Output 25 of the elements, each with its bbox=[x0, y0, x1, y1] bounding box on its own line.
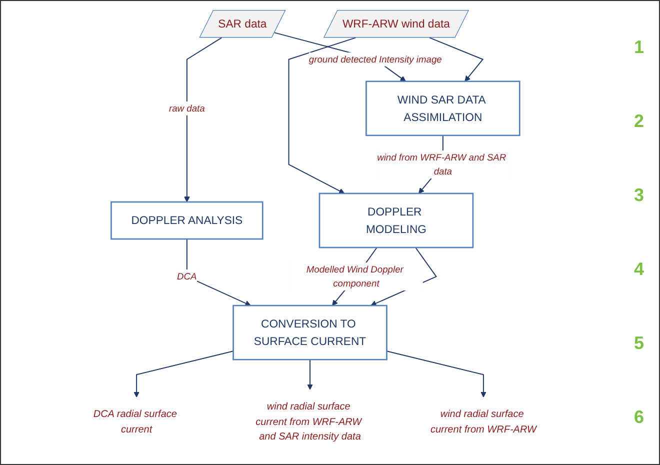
node-box: DOPPLER ANALYSIS bbox=[110, 201, 264, 240]
node-text: wind radial surface current from WRF-ARW bbox=[430, 408, 536, 435]
step-number: 6 bbox=[634, 406, 644, 428]
edge-label: DCA bbox=[177, 270, 197, 282]
arrow bbox=[186, 238, 251, 306]
arrow bbox=[288, 37, 356, 194]
step-number: 5 bbox=[634, 332, 644, 354]
node-box: WIND SAR DATA ASSIMILATION bbox=[366, 80, 520, 136]
arrow bbox=[307, 359, 313, 390]
node-box: DOPPLER MODELING bbox=[318, 192, 474, 248]
arrow bbox=[428, 37, 484, 82]
node-box: CONVERSION TO SURFACE CURRENT bbox=[232, 304, 388, 360]
node-text: wind radial surface current from WRF-ARW and SAR intensity data bbox=[256, 400, 362, 442]
edge-label: Modelled Wind Doppler component bbox=[306, 264, 404, 289]
step-number: 4 bbox=[634, 258, 644, 280]
edge-label: ground detected Intensity image bbox=[308, 54, 442, 64]
step-number: 3 bbox=[634, 185, 644, 206]
arrow bbox=[184, 37, 222, 202]
step-number: 1 bbox=[634, 37, 644, 58]
arrow bbox=[134, 350, 234, 398]
step-number: 2 bbox=[634, 111, 644, 132]
node-text: DCA radial surface current bbox=[93, 408, 177, 435]
edge-label: raw data bbox=[169, 102, 205, 114]
edge-label: wind from WRF-ARW and SAR data bbox=[377, 152, 506, 176]
arrow bbox=[386, 350, 486, 398]
